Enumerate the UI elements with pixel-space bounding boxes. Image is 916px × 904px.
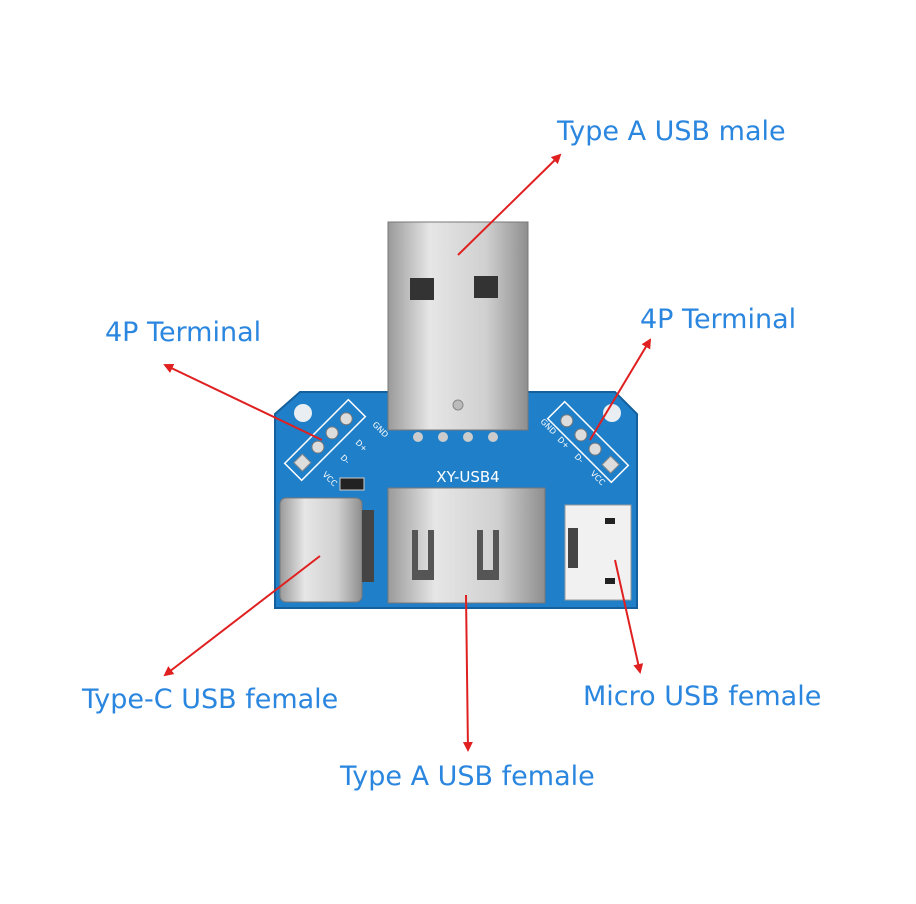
arrow-terminal-right: [589, 338, 652, 441]
arrow-micro-usb: [614, 559, 644, 674]
usb-a-male-connector: [387, 221, 529, 442]
type-c-connector: [279, 497, 374, 603]
terminal-left: [283, 398, 367, 482]
usb-a-female-connector: [387, 487, 546, 604]
label-usb-a-male: Type A USB male: [557, 116, 786, 147]
label-terminal-left: 4P Terminal: [105, 317, 262, 348]
arrow-usb-a-female: [462, 594, 473, 752]
arrow-usb-a-male: [457, 153, 562, 256]
arrow-terminal-left: [163, 363, 323, 441]
label-type-c-female: Type-C USB female: [82, 684, 339, 715]
arrow-type-c: [163, 555, 321, 677]
mount-hole: [294, 404, 312, 422]
terminal-right: [546, 400, 630, 484]
mount-hole: [603, 404, 621, 422]
smd-resistor: [339, 477, 365, 491]
label-usb-a-female: Type A USB female: [340, 761, 595, 792]
board-model: XY-USB4: [436, 468, 499, 486]
label-micro-usb-female: Micro USB female: [583, 681, 822, 712]
label-terminal-right: 4P Terminal: [640, 304, 797, 335]
arrows: [163, 153, 652, 752]
